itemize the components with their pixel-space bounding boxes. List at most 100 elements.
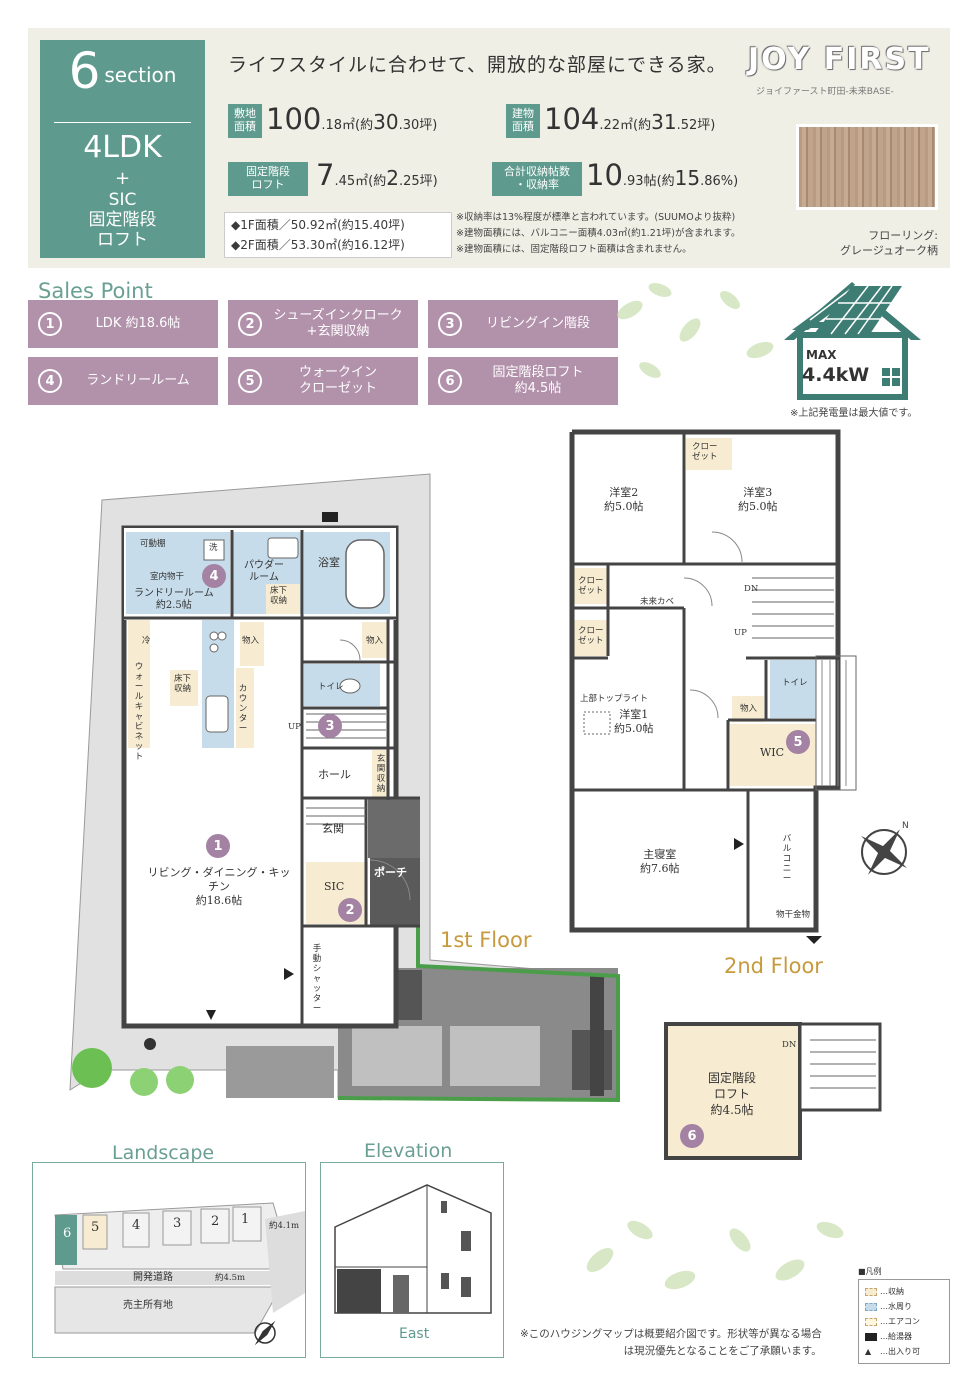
lot-4: 4 [132,1218,141,1233]
badge-6: 6 [680,1124,704,1148]
elevation-frame: East [320,1162,504,1358]
label-wash: 洗 [209,543,218,553]
sales-point-number: 6 [438,369,462,393]
loft-area-value: 7.45㎡(約2.25坪) [316,158,438,192]
legend: ■凡例 …収納 …水周り …エアコン …給湯器 ▲ …出入り可 [858,1264,950,1364]
label-closet-a: クロー ゼット [578,576,604,596]
sales-point-1: 1 LDK 約18.6帖 [28,300,218,348]
storage-rate-value: 10.93帖(約15.86%) [586,158,739,192]
elevation-title: Elevation [364,1140,453,1162]
sales-point-label: シューズインクローク +玄関収納 [273,308,403,339]
label-closet-top: クロー ゼット [692,442,718,462]
label-powder: パウダー ルーム [244,560,284,583]
label-development-road: 開発道路 [133,1272,173,1283]
legend-box: …収納 …水周り …エアコン …給湯器 ▲ …出入り可 [858,1279,950,1364]
building-area-tag: 建物 面積 [506,104,540,138]
legend-label: …エアコン [880,1317,920,1326]
sales-point-number: 3 [438,312,462,336]
label-underfloor: 床下 収納 [270,586,288,606]
label-laundry: ランドリールーム 約2.5帖 [134,588,214,611]
label-porch: ポーチ [374,866,407,879]
label-counter: カウンター [238,684,248,734]
label-western-room-1: 洋室1 約5.0帖 [614,708,654,735]
lot-5: 5 [91,1220,100,1235]
label-western-room-2: 洋室2 約5.0帖 [604,486,644,513]
label-up-1f: UP [288,722,301,732]
water-heater-icon [865,1332,877,1341]
label-hall: ホール [318,768,351,781]
site-area-value: 100.18㎡(約30.30坪) [266,102,438,136]
label-toilet-1f: トイレ [318,682,344,692]
label-storage-2: 物入 [366,636,384,646]
solar-note: ※上記発電量は最大値です。 [790,408,918,419]
label-storage-1: 物入 [242,636,260,646]
label-genkan-storage: 玄関収納 [376,754,386,794]
label-toilet-2f: トイレ [782,678,808,688]
landscape-map [54,1202,305,1346]
legend-row-heater: …給湯器 [865,1329,943,1344]
brand-logo: JOY FIRST [748,42,931,77]
brand-subtitle: ジョイファースト町田-未来BASE- [756,87,894,97]
flooring-swatch [796,124,938,210]
sales-point-number: 2 [238,312,262,336]
legend-row-aircon: …エアコン [865,1314,943,1329]
label-drying: 室内物干 [150,572,185,582]
badge-2: 2 [338,898,362,922]
lot-2: 2 [211,1214,220,1229]
label-laundry-pole: 物干金物 [776,910,811,920]
legend-label: …出入り可 [880,1347,920,1356]
label-fridge: 冷 [142,636,151,646]
label-wall-cabinet: ウォールキャビネット [134,662,144,762]
legend-swatch-storage [865,1287,877,1296]
legend-swatch-water [865,1302,877,1311]
sales-point-number: 1 [38,312,62,336]
legend-row-entrance: ▲ …出入り可 [865,1344,943,1359]
elevation-drawing [334,1184,492,1314]
label-loft-dn: DN [782,1040,797,1050]
label-loft: 固定階段 ロフト 約4.5帖 [708,1071,757,1117]
badge-1: 1 [206,834,230,858]
label-wic: WIC [760,746,785,759]
badge-5: 5 [786,730,810,754]
tagline: ライフスタイルに合わせて、開放的な部屋にできる家。 [228,54,727,76]
disclaimer: ※このハウジングマップは概要紹介図です。形状等が異なる場合 は現況優先となること… [520,1328,822,1357]
divider [54,122,191,123]
landscape-frame: 6 5 4 3 2 1 開発道路 約4.5m 約4.1m 売主所有地 [32,1162,306,1358]
plus-sign: + [114,168,131,189]
label-underfloor-2: 床下 収納 [174,674,192,694]
legend-row-storage: …収納 [865,1284,943,1299]
sales-point-label: LDK 約18.6帖 [95,316,181,331]
sales-point-label: ランドリールーム [86,373,190,388]
solar-kw-value: 4.4kW [802,364,870,386]
label-balcony: バルコニー [782,834,792,884]
badge-3: 3 [318,714,342,738]
legend-row-water: …水周り [865,1299,943,1314]
solar-max-label: MAX [806,348,837,362]
landscape-title: Landscape [112,1142,215,1164]
legend-title: ■凡例 [858,1267,882,1276]
label-shelf: 可動棚 [140,539,166,549]
lot-6: 6 [63,1226,72,1241]
loft-area-tag: 固定階段 ロフト [228,162,308,196]
label-up-2f: UP [734,628,747,638]
legend-label: …給湯器 [880,1332,912,1341]
legend-label: …水周り [880,1302,912,1311]
badge-4: 4 [202,564,226,588]
label-shutter: 手動シャッター [312,944,322,1014]
entrance-triangle-icon: ▲ [865,1347,872,1356]
label-road-width-1: 約4.5m [215,1273,246,1283]
legend-swatch-aircon [865,1317,877,1326]
label-genkan: 玄関 [322,822,344,835]
label-closet-b: クロー ゼット [578,626,604,646]
layout-type: 4LDK [83,130,162,165]
svg-text:N: N [902,821,909,831]
lot-3: 3 [173,1216,182,1231]
label-western-room-3: 洋室3 約5.0帖 [738,486,778,513]
floor-2-label: 2nd Floor [724,954,823,978]
label-road-width-2: 約4.1m [269,1221,300,1231]
